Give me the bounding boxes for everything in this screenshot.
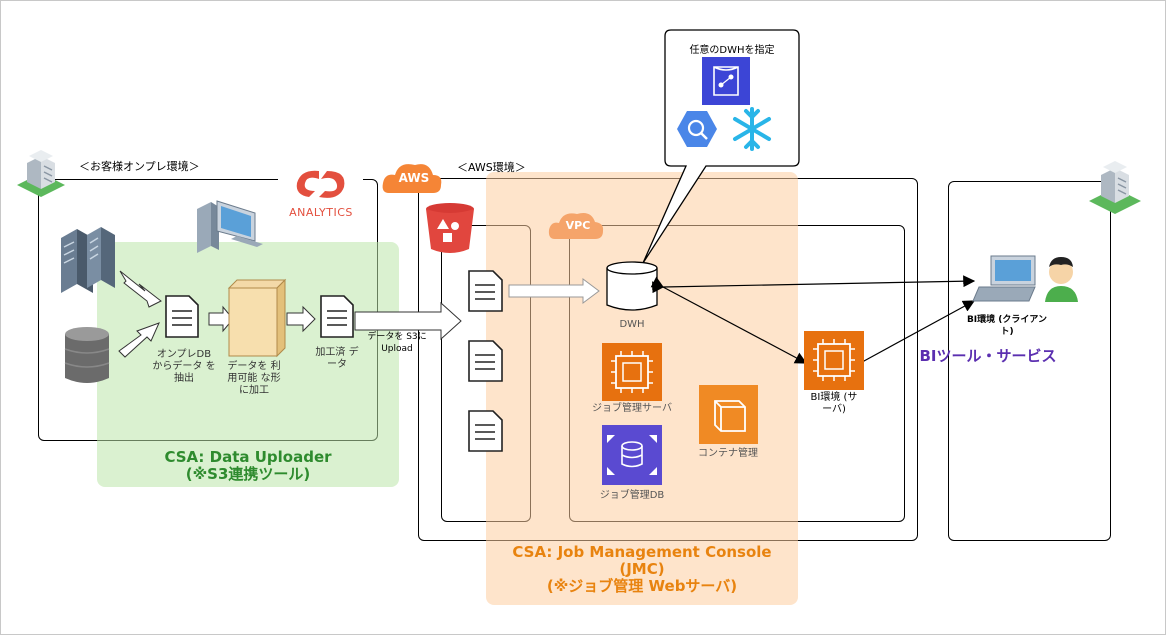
callout-bubble	[642, 29, 800, 264]
uploader-title-line2: (※S3連携ツール)	[185, 465, 311, 483]
onprem-building-icon	[17, 150, 65, 197]
dwh-cylinder-icon	[606, 261, 658, 311]
block-arrow-s3-to-dwh	[508, 278, 600, 304]
job-server-label: ジョブ管理サーバ	[592, 403, 672, 414]
job-db-rds-icon	[602, 425, 662, 485]
vpc-cloud-icon	[548, 213, 604, 239]
block-arrow-server-to-extract	[119, 270, 162, 308]
bigquery-icon	[677, 111, 717, 147]
bi-server-ec2-icon	[804, 331, 864, 390]
container-ecs-icon	[699, 385, 758, 444]
client-building-icon	[1089, 161, 1141, 214]
jmc-title-line2: (JMC)	[619, 560, 665, 578]
block-arrow-process-to-processed	[286, 305, 316, 333]
aws-env-label: ＜AWS環境＞	[457, 161, 526, 174]
upload-arrow-label: データを S3にUpload	[367, 332, 427, 354]
uploader-title-line1: CSA: Data Uploader	[164, 448, 332, 466]
jmc-title-line3: (※ジョブ管理 Webサーバ)	[546, 577, 738, 595]
s3-document-icon-3	[468, 410, 503, 452]
desktop-pc-icon	[197, 200, 263, 253]
dwh-bi-client-link	[652, 275, 976, 294]
s3-document-icon-2	[468, 340, 503, 382]
block-arrow-db-to-extract	[118, 322, 160, 358]
server-rack-icon	[61, 227, 115, 293]
s3-document-icon-1	[468, 270, 503, 312]
laptop-icon	[972, 255, 1036, 302]
snowflake-icon	[733, 107, 771, 151]
extract-label: オンプレDB からデータ を抽出	[152, 349, 216, 384]
process-block-icon	[227, 278, 287, 358]
jmc-title-line1: CSA: Job Management Console	[512, 543, 772, 561]
database-icon	[64, 327, 110, 383]
block-arrow-upload-to-s3	[354, 301, 462, 341]
bi-server-client-link	[851, 300, 976, 372]
s3-bucket-icon	[426, 203, 474, 253]
bi-server-label: BI環境 (サーバ)	[810, 392, 858, 415]
extract-document-icon	[165, 295, 199, 338]
user-icon	[1045, 257, 1078, 302]
aws-cloud-icon	[382, 164, 442, 193]
job-db-label: ジョブ管理DB	[599, 490, 665, 501]
dwh-label: DWH	[619, 319, 645, 330]
analytics-logo-text: ANALYTICS	[289, 206, 353, 219]
job-server-ec2-icon	[602, 343, 662, 401]
redshift-icon	[702, 57, 750, 105]
bi-client-label: BI環境 (クライアント)	[966, 315, 1048, 337]
block-arrow-extract-to-process	[208, 305, 234, 333]
container-label: コンテナ管理	[698, 448, 758, 459]
onprem-env-label: ＜お客様オンプレ環境＞	[79, 160, 200, 173]
dwh-bi-server-link	[650, 276, 808, 364]
callout-title: 任意のDWHを指定	[689, 45, 775, 56]
analytics-logo-icon	[278, 168, 363, 224]
process-label: データを 利用可能 な形に加工	[227, 361, 281, 396]
vpc-badge-text: VPC	[565, 219, 591, 232]
aws-badge-text: AWS	[398, 171, 430, 185]
bi-service-label: BIツール・サービス	[919, 347, 1057, 365]
processed-document-icon	[320, 295, 354, 338]
processed-label: 加工済 データ	[315, 347, 359, 370]
